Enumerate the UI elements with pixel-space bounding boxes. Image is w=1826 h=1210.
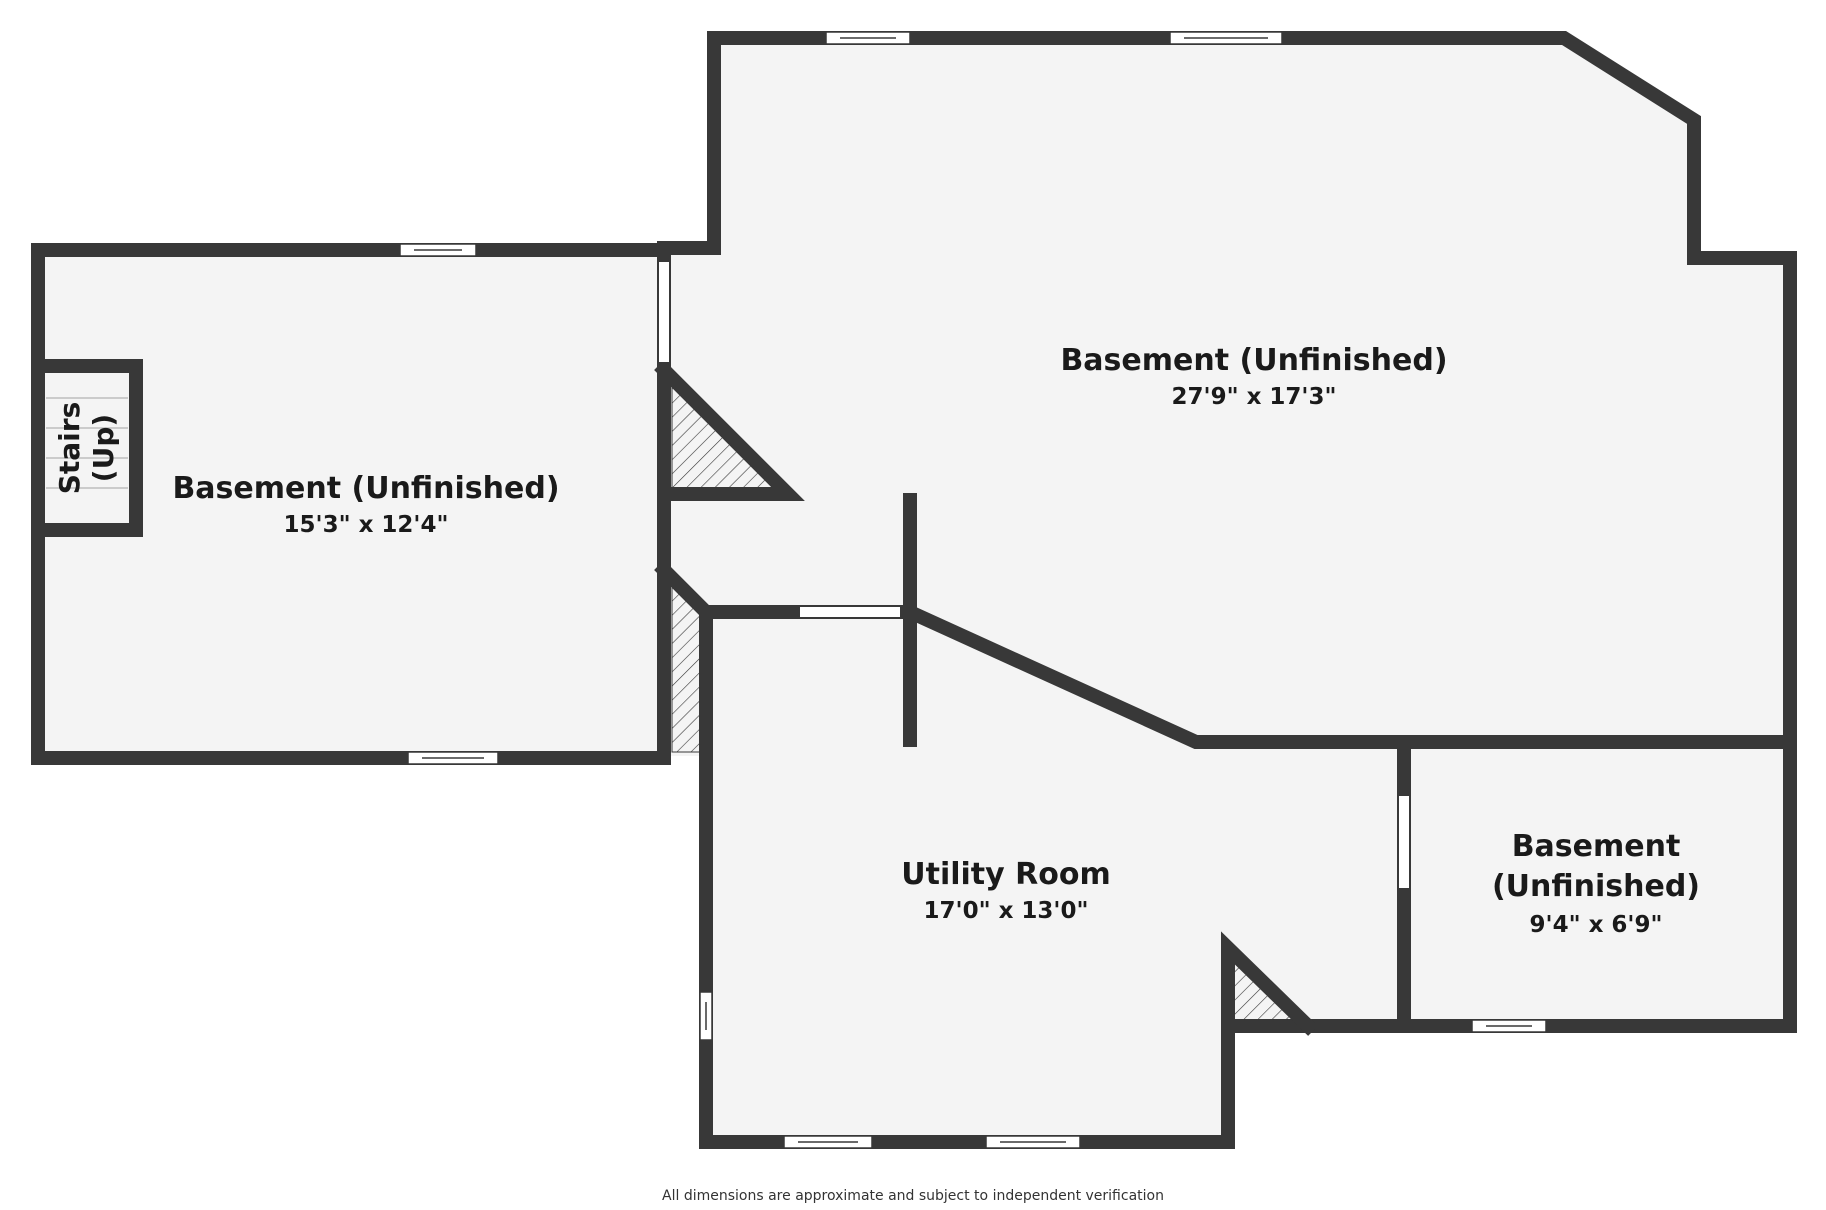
left-basement-dimensions: 15'3" x 12'4" [284, 512, 449, 538]
utility-room-dimensions: 17'0" x 13'0" [924, 898, 1089, 924]
small-basement-name-line2: (Unfinished) [1492, 869, 1700, 904]
windows [399, 31, 1547, 1149]
large-basement-name: Basement (Unfinished) [1060, 343, 1447, 378]
room-labels: Basement (Unfinished) 27'9" x 17'3" Base… [172, 343, 1700, 938]
left-basement-outer-wall [31, 243, 671, 765]
openings [659, 262, 1409, 888]
stairs[interactable]: Stairs (Up) [46, 373, 128, 523]
window-top-2 [1169, 31, 1283, 45]
window-top-1 [825, 31, 911, 45]
small-basement-dimensions: 9'4" x 6'9" [1530, 912, 1663, 938]
stairs-label-line1: Stairs [53, 402, 86, 495]
window-small-basement [1471, 1019, 1547, 1033]
small-basement-floor [1404, 742, 1790, 1026]
utility-room-name: Utility Room [901, 857, 1110, 892]
stairwell-wall [31, 359, 143, 537]
opening-left-to-large-basement [659, 262, 669, 362]
utility-room-outer-wall [699, 605, 1797, 1149]
large-basement-outer-wall [657, 31, 1797, 749]
disclaimer-footnote: All dimensions are approximate and subje… [662, 1188, 1164, 1204]
window-left-top [399, 243, 477, 257]
small-basement-name-line1: Basement [1512, 829, 1681, 864]
stairs-label-line2: (Up) [87, 414, 120, 482]
window-utility-bottom-2 [985, 1135, 1081, 1149]
left-basement-name: Basement (Unfinished) [172, 471, 559, 506]
upper-chase-wall [654, 360, 805, 501]
opening-utility-to-small-basement [1399, 796, 1409, 888]
window-utility-side [699, 991, 713, 1041]
opening-utility-top [800, 607, 900, 617]
window-utility-bottom-1 [783, 1135, 873, 1149]
window-left-bottom [407, 751, 499, 765]
lower-chase-wall [1221, 931, 1318, 1036]
large-basement-dimensions: 27'9" x 17'3" [1172, 384, 1337, 410]
large-basement-floor [665, 38, 1790, 756]
left-basement-floor [38, 250, 665, 758]
